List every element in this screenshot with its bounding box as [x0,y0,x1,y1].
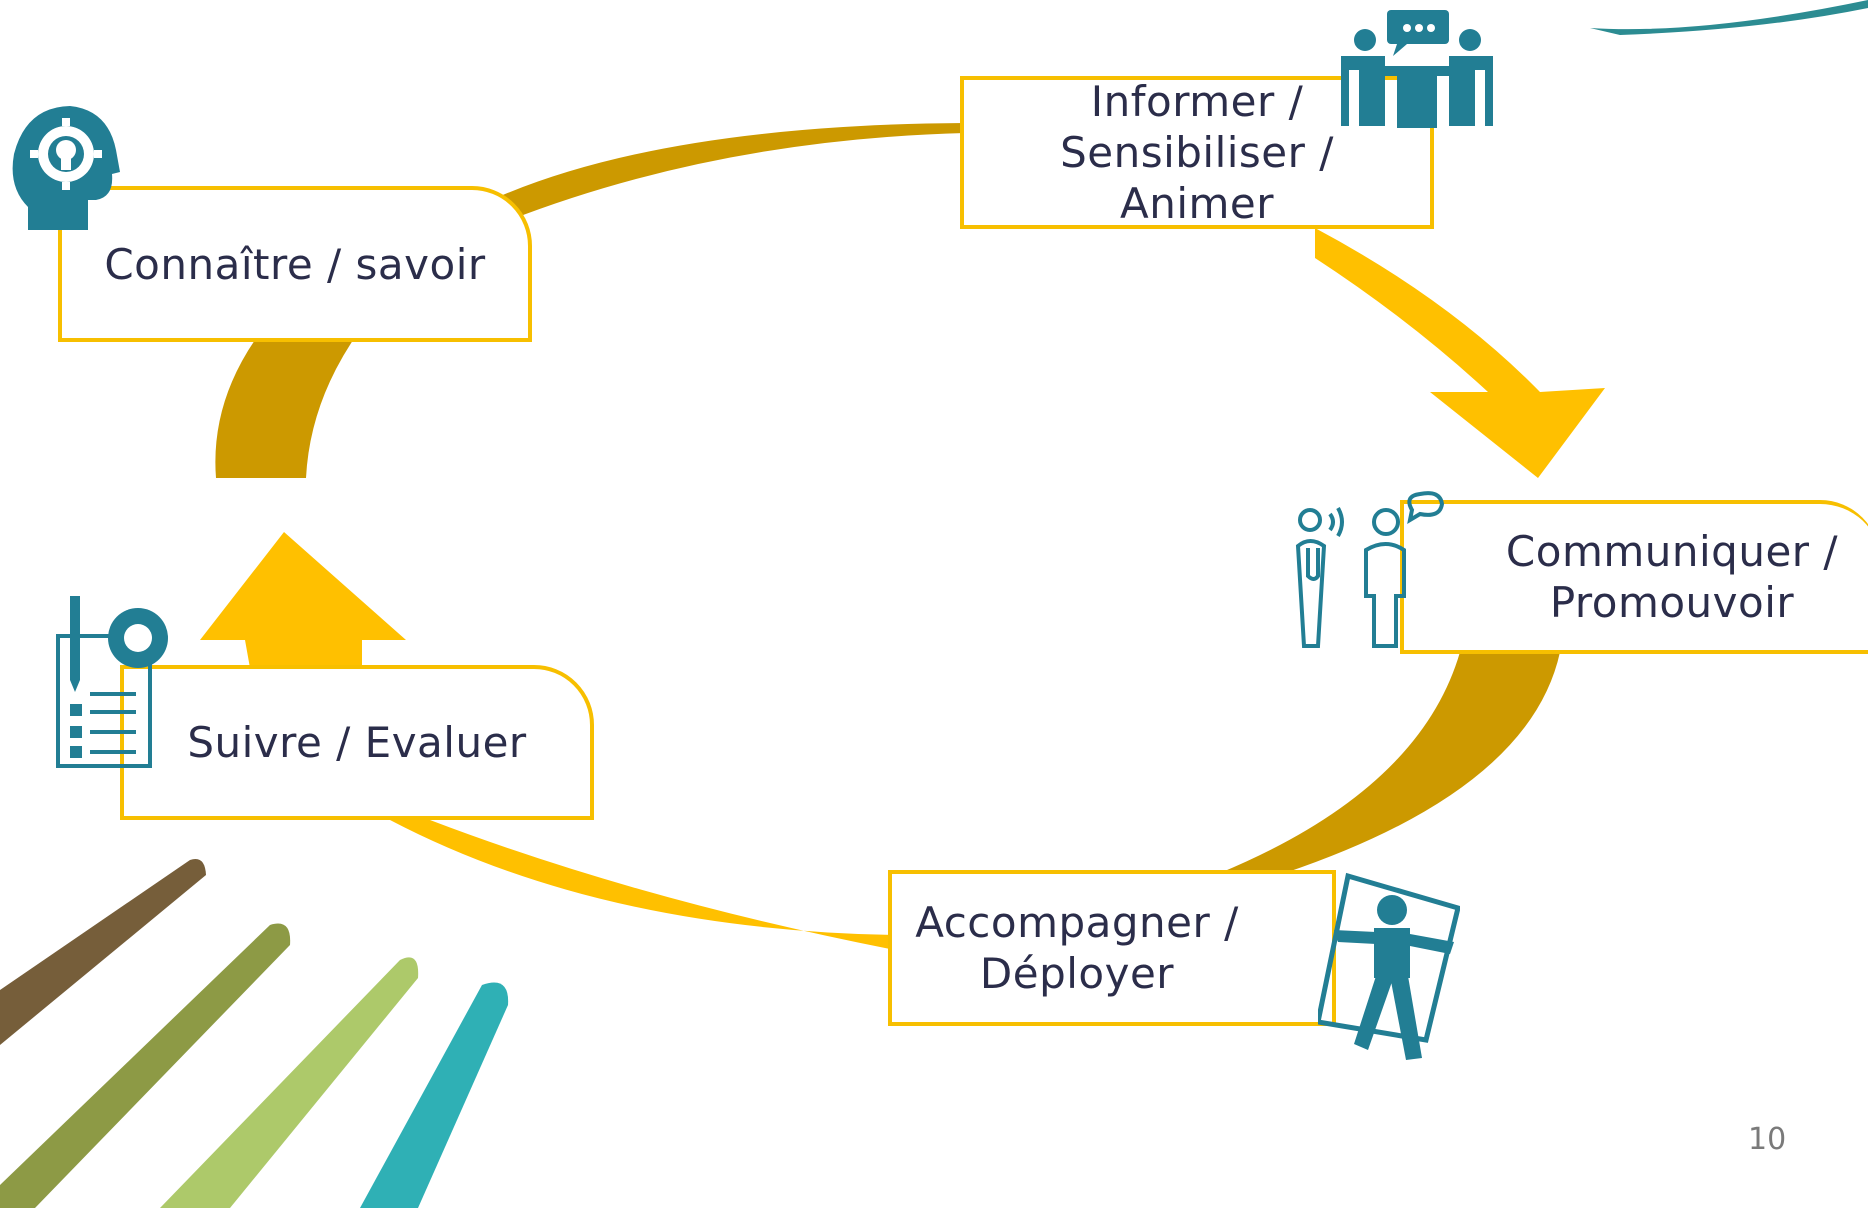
page-number: 10 [1748,1122,1787,1157]
step-suivre-evaluer: Suivre / Evaluer [120,665,594,820]
brush-stroke-teal [360,982,509,1208]
brush-stroke-brown [0,859,206,1045]
arrow-know-to-inform [470,123,965,232]
step-informer-sensibiliser-animer: Informer / Sensibiliser / Animer [960,76,1434,229]
step-connaitre-savoir: Connaître / savoir [58,186,532,342]
step-know-label: Connaître / savoir [104,239,486,289]
arrow-communicate-to-support [1220,652,1560,873]
step-support-label: Accompagner / Déployer [915,898,1239,998]
arrow-up-to-know [215,330,360,478]
meeting-discussion-icon [1341,10,1493,128]
step-communiquer-promouvoir: Communiquer / Promouvoir [1400,500,1868,654]
logo-fragment [1590,0,1868,35]
arrow-support-to-monitor [390,820,895,950]
arrow-inform-to-communicate [1315,228,1605,478]
arrow-monitor-to-know [200,532,406,668]
people-speaking-icon [1295,491,1445,648]
step-inform-label: Informer / Sensibiliser / Animer [1060,77,1334,228]
step-monitor-label: Suivre / Evaluer [187,718,527,767]
checklist-gear-icon [56,596,168,768]
brush-stroke-olive [0,923,291,1208]
step-communicate-label: Communiquer / Promouvoir [1505,527,1839,627]
worker-carrying-panel-icon [1318,872,1460,1060]
brush-stroke-green [160,957,419,1208]
step-accompagner-deployer: Accompagner / Déployer [888,870,1336,1026]
head-lightbulb-gear-icon [12,106,120,230]
